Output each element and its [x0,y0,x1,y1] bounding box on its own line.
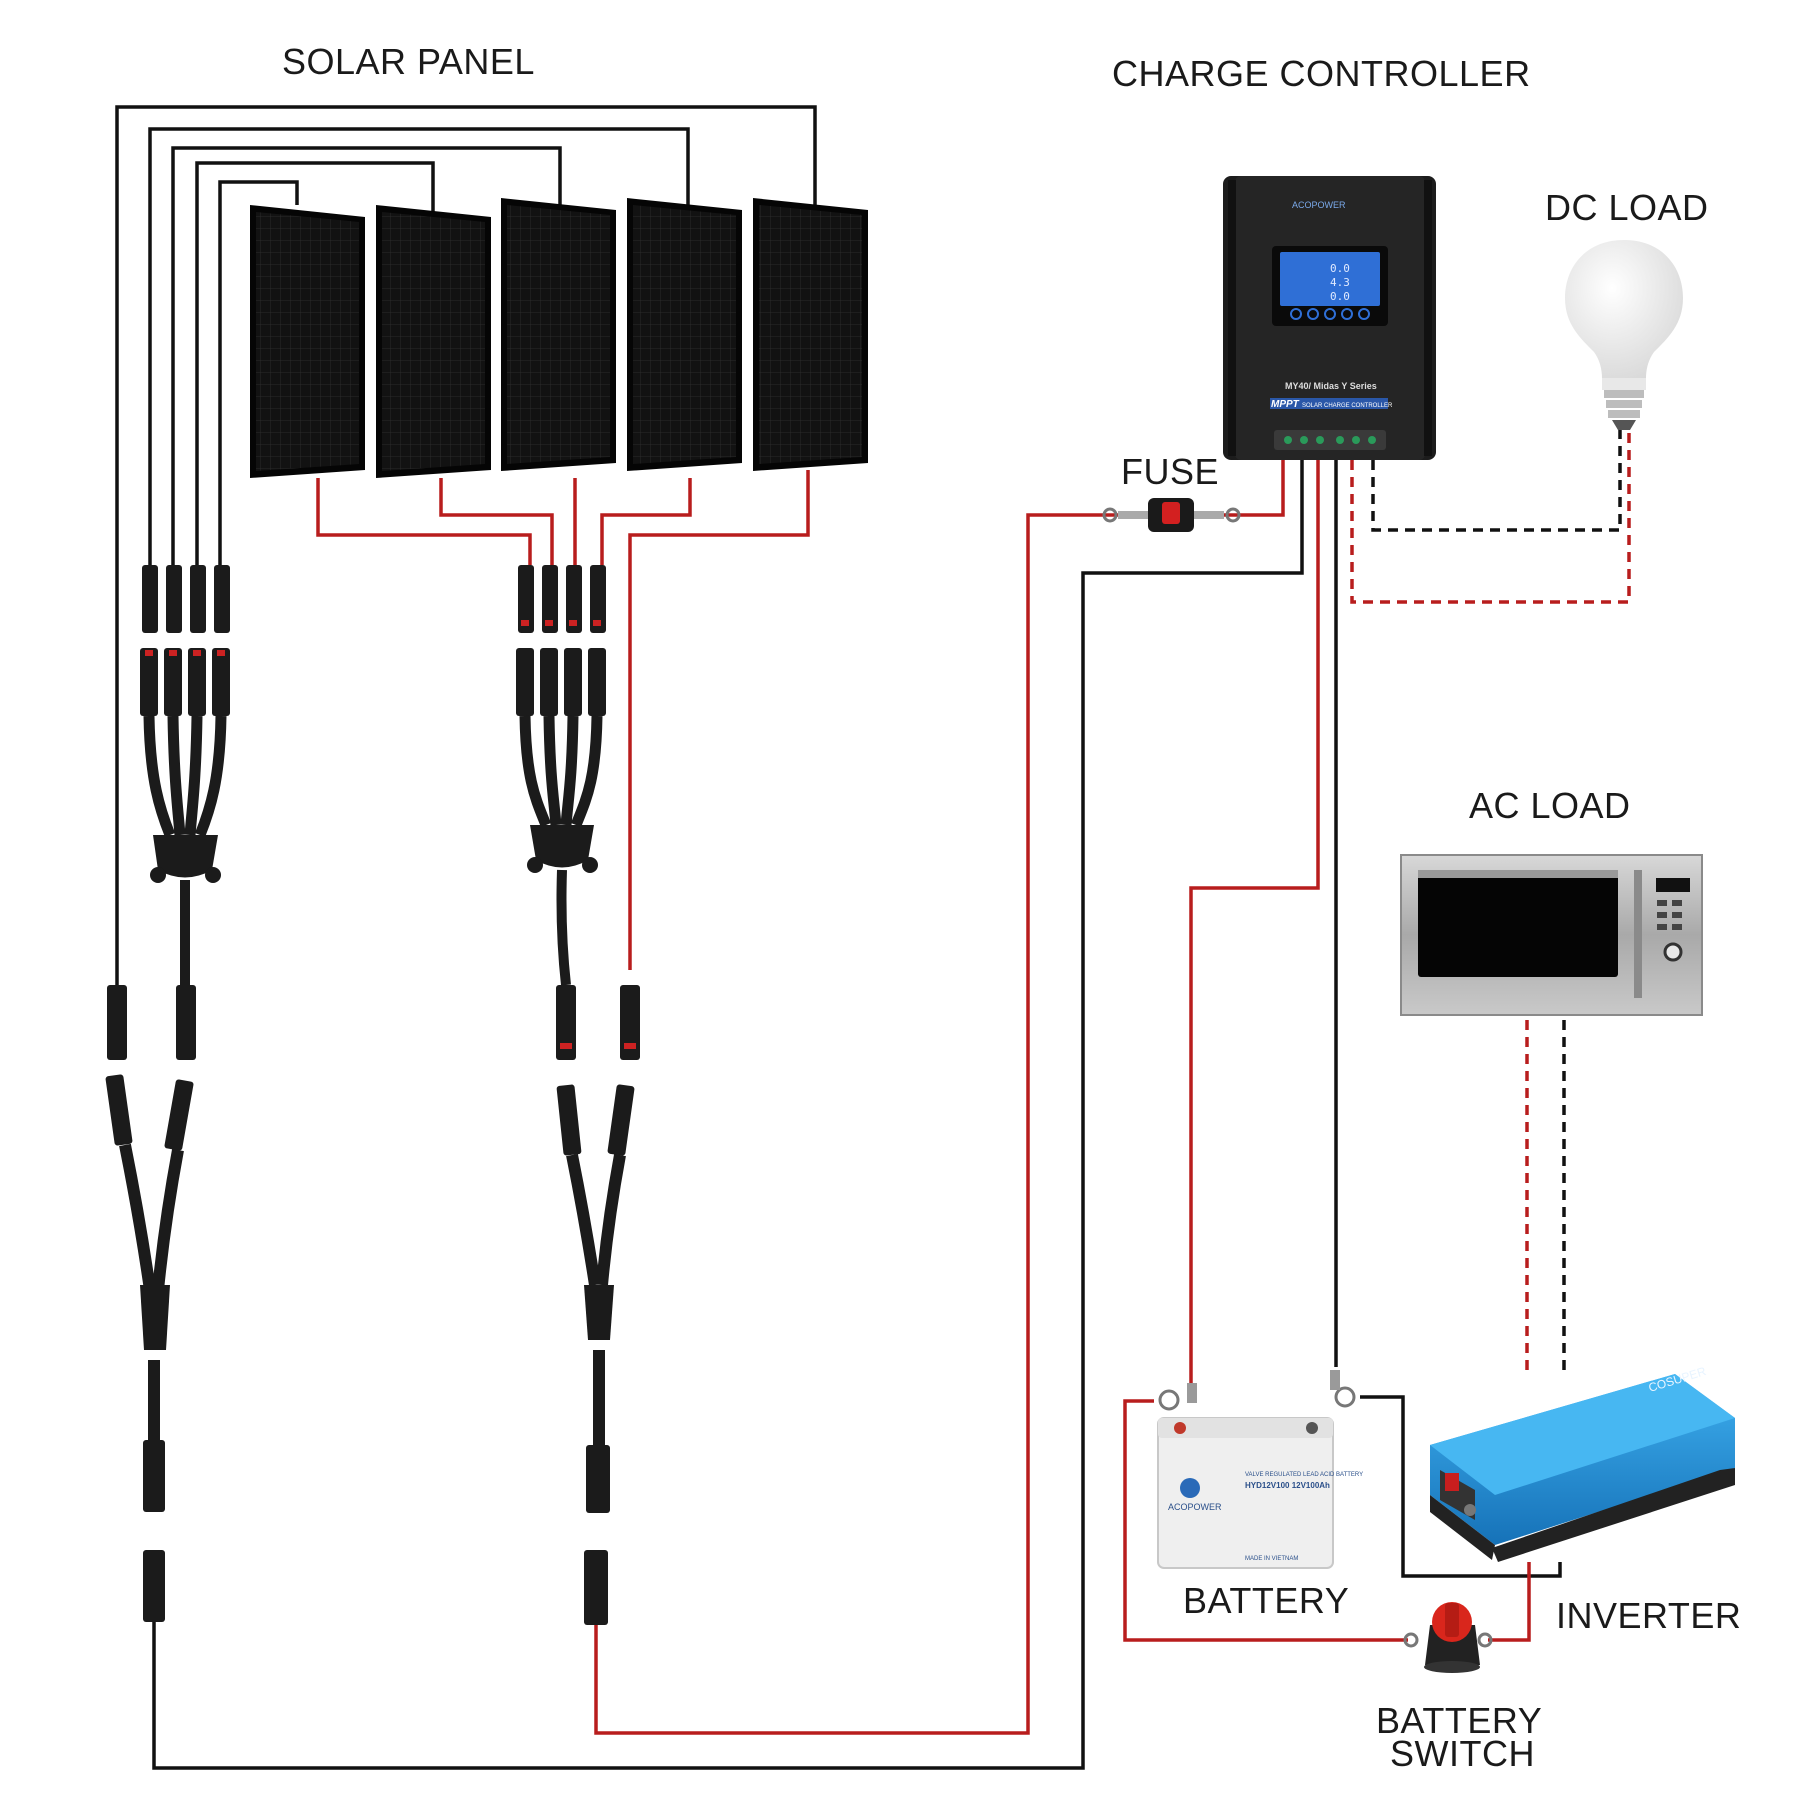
solar-panel-label: SOLAR PANEL [282,41,535,82]
ac-load-wires [1525,1020,1566,1370]
main-trunk-wires [152,460,1304,1770]
solar-panel-array [250,198,868,478]
controller-brand-text: ACOPOWER [1292,200,1346,210]
battery-switch-label-line2: SWITCH [1390,1733,1535,1774]
battery-label: BATTERY [1183,1580,1349,1621]
controller-model-text: MY40/ Midas Y Series [1285,381,1377,391]
solar-panel-2 [376,205,491,478]
fuse [1102,498,1241,532]
battery-brand-text: ACOPOWER [1168,1502,1222,1512]
controller-display-line1: 0.0 [1330,262,1350,275]
controller-display-line3: 0.0 [1330,290,1350,303]
dc-load-label: DC LOAD [1545,187,1709,228]
battery-switch-label-line1: BATTERY [1376,1700,1542,1741]
panel-positive-wires [316,470,810,970]
left-mc4-branch-connector [107,565,230,1060]
left-y-branch-connector [105,1074,194,1622]
charge-controller: ACOPOWER 0.0 4.3 0.0 MY40/ Midas Y Serie… [1223,176,1436,460]
controller-lcd-screen [1280,252,1380,306]
light-bulb-icon [1565,240,1683,430]
charge-controller-label: CHARGE CONTROLLER [1112,53,1531,94]
right-mc4-branch-connector [516,565,640,1060]
controller-display-line2: 4.3 [1330,276,1350,289]
battery-model-text: HYD12V100 12V100Ah [1245,1481,1330,1490]
right-y-branch-connector [556,1084,635,1625]
inverter-label: INVERTER [1556,1595,1741,1636]
solar-panel-1 [250,205,365,478]
solar-panel-3 [501,198,616,471]
controller-subtitle: SOLAR CHARGE CONTROLLER [1302,403,1393,409]
dc-load-wires [1350,430,1631,604]
microwave-icon [1400,854,1703,1016]
battery-origin-text: MADE IN VIETNAM [1245,1556,1298,1562]
fuse-label: FUSE [1121,451,1219,492]
ac-load-label: AC LOAD [1469,785,1631,826]
battery-type-text: VALVE REGULATED LEAD ACID BATTERY [1245,1472,1363,1478]
solar-panel-4 [627,198,742,471]
solar-panel-5 [753,198,868,471]
inverter-icon: COSUPER [1430,1364,1735,1562]
battery-wires [1123,460,1562,1642]
battery-switch-icon [1403,1602,1493,1673]
battery-icon: ACOPOWER VALVE REGULATED LEAD ACID BATTE… [1157,1370,1363,1569]
panel-negative-wires [115,105,817,970]
controller-mppt-badge: MPPT [1271,399,1300,410]
